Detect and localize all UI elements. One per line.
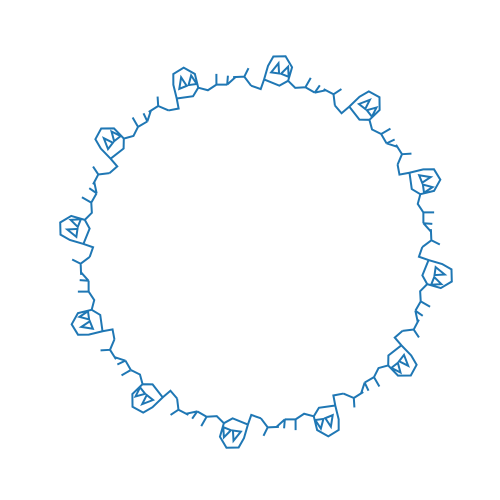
motif-outline xyxy=(395,144,442,233)
motif-outline xyxy=(113,356,189,416)
motif-outline xyxy=(148,66,237,113)
motif-outline xyxy=(414,229,453,323)
motif-outline xyxy=(185,410,279,449)
ring-motif xyxy=(414,229,453,323)
ring-motif xyxy=(113,356,189,416)
ring-motif xyxy=(360,319,420,395)
ring-motif xyxy=(395,144,442,233)
ring-motif xyxy=(323,88,399,148)
motif-outline xyxy=(59,181,98,275)
ring-motif xyxy=(233,55,327,94)
motif-outline xyxy=(360,319,420,395)
ring-motif xyxy=(275,391,364,438)
motif-outline xyxy=(323,88,399,148)
ring-motif xyxy=(185,410,279,449)
motif-ring xyxy=(59,55,453,449)
motif-outline xyxy=(70,271,117,360)
motif-outline xyxy=(275,391,364,438)
ring-motif xyxy=(59,181,98,275)
ring-motif xyxy=(148,66,237,113)
motif-outline xyxy=(233,55,327,94)
ring-motif xyxy=(70,271,117,360)
ring-motif xyxy=(92,109,152,185)
motif-outline xyxy=(92,109,152,185)
